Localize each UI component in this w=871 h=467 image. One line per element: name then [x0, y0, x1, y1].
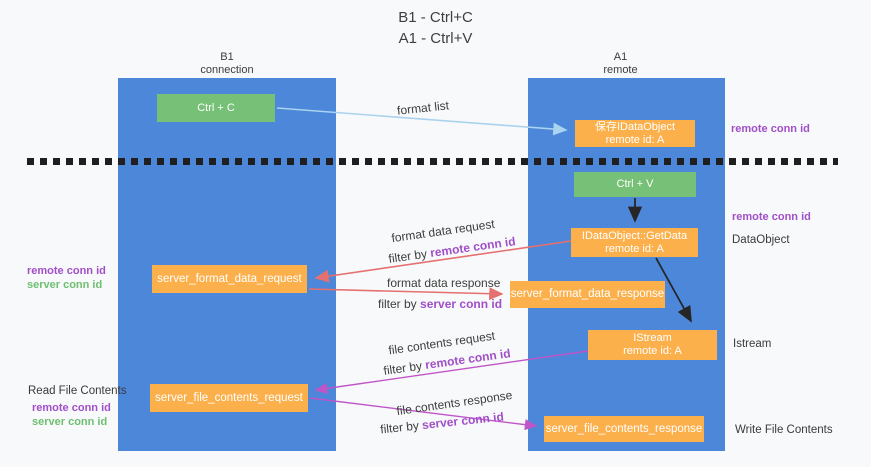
lane-a1-role: remote: [603, 63, 638, 76]
lane-b1-name: B1: [220, 51, 234, 63]
side-label-remote-conn-id-mid: remote conn id: [732, 211, 811, 223]
side-label-server-conn-id-bottom-left: server conn id: [32, 416, 108, 428]
node-server-file-contents-response: server_file_contents_response: [544, 416, 704, 442]
node-format-request-label: server_format_data_request: [157, 272, 302, 285]
diagram-title: B1 - Ctrl+C A1 - Ctrl+V: [0, 7, 871, 49]
node-ctrl-v: Ctrl + V: [574, 172, 696, 197]
node-istream-line2: remote id: A: [623, 345, 682, 357]
node-ctrl-v-label: Ctrl + V: [616, 178, 654, 190]
title-line-1: B1 - Ctrl+C: [398, 9, 473, 26]
node-file-request-label: server_file_contents_request: [155, 391, 303, 404]
node-save-idataobject: 保存IDataObject remote id: A: [575, 120, 695, 147]
side-label-remote-conn-id-top: remote conn id: [731, 123, 810, 135]
side-label-dataobject: DataObject: [732, 234, 790, 246]
edge-label-format-list: format list: [396, 98, 450, 118]
node-file-response-label: server_file_contents_response: [545, 422, 703, 435]
node-server-file-contents-request: server_file_contents_request: [150, 384, 308, 412]
lane-header-b1: B1 connection: [118, 51, 336, 76]
lane-a1-name: A1: [613, 51, 628, 63]
server-conn-id-text: server conn id: [420, 297, 503, 311]
lane-b1-role: connection: [200, 63, 254, 76]
edge-label-filter-server-1: filter by server conn id: [378, 297, 502, 311]
filter-by-text: filter by: [382, 358, 423, 378]
node-ctrl-c-label: Ctrl + C: [197, 101, 235, 114]
filter-by-text: filter by: [379, 418, 420, 437]
node-save-idataobject-line2: remote id: A: [605, 133, 665, 146]
node-istream-line1: IStream: [633, 332, 672, 344]
side-label-remote-conn-id-left: remote conn id: [27, 265, 106, 277]
side-label-write-file-contents: Write File Contents: [735, 424, 833, 436]
phase-separator-dashed-line: [27, 158, 838, 165]
title-line-2: A1 - Ctrl+V: [398, 30, 473, 47]
node-save-idataobject-line1: 保存IDataObject: [594, 120, 676, 133]
side-label-istream: Istream: [733, 338, 772, 350]
side-label-server-conn-id-left: server conn id: [27, 279, 103, 291]
node-server-format-data-request: server_format_data_request: [152, 265, 307, 293]
node-getdata-line2: remote id: A: [605, 242, 664, 255]
node-istream: IStream remote id: A: [588, 330, 717, 360]
node-server-format-data-response: server_format_data_response: [510, 281, 665, 308]
filter-by-text: filter by: [387, 246, 428, 266]
node-idataobject-getdata: IDataObject::GetData remote id: A: [571, 228, 698, 257]
side-label-remote-conn-id-bottom-left: remote conn id: [32, 402, 111, 414]
side-label-read-file-contents: Read File Contents: [28, 385, 127, 397]
filter-by-text: filter by: [378, 297, 417, 311]
node-format-response-label: server_format_data_response: [510, 288, 665, 300]
node-getdata-line1: IDataObject::GetData: [581, 229, 688, 242]
node-ctrl-c: Ctrl + C: [157, 94, 275, 122]
lane-header-a1: A1 remote: [528, 51, 713, 76]
edge-label-format-data-response: format data response: [387, 276, 501, 290]
